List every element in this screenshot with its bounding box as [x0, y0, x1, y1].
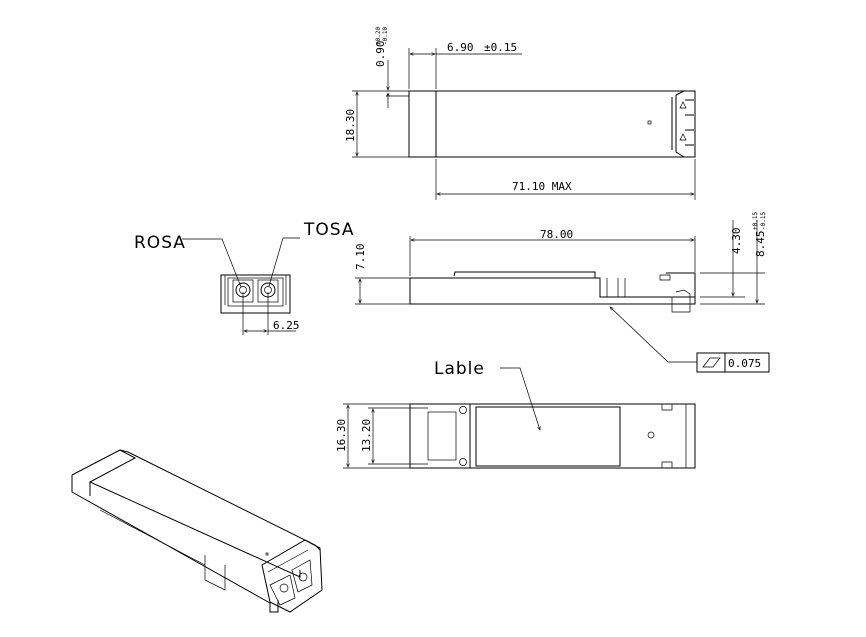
side-latch-dim: 4.30 [730, 228, 743, 255]
top-offset-dim: 6.90 [447, 41, 474, 54]
front-view: ROSA TOSA 6.25 [134, 220, 355, 335]
bottom-view: 16.30 13.20 Lable [335, 359, 696, 469]
top-view-nose [408, 90, 437, 158]
flatness-callout [696, 352, 770, 373]
tosa-label: TOSA [303, 220, 355, 240]
side-view-body [409, 271, 696, 305]
connector-face [220, 274, 291, 314]
side-view: 78.00 7.10 4.30 8.45 +0.15 -0.15 0.075 [354, 212, 770, 373]
label-callout: Lable [434, 359, 485, 379]
side-height-dim: 7.10 [354, 244, 367, 271]
pitch-dim: 6.25 [273, 319, 300, 332]
top-edge-dim: 0.90 [374, 41, 387, 68]
side-total-tol-lower: -0.15 [760, 212, 767, 230]
bottom-width-dim: 16.30 [335, 419, 348, 452]
top-view-body [435, 90, 696, 158]
side-total-dim: 8.45 [754, 231, 767, 258]
top-length-dim: 71.10 MAX [512, 180, 572, 193]
bottom-inner-dim: 13.20 [360, 419, 373, 452]
isometric-view [71, 449, 323, 613]
top-edge-tol-upper: +0.20 [375, 27, 382, 45]
rosa-label: ROSA [134, 233, 186, 253]
side-total-tol-upper: +0.15 [752, 212, 759, 230]
label-area [475, 406, 621, 467]
side-length-dim: 78.00 [540, 228, 573, 241]
flatness-icon [702, 357, 721, 368]
top-offset-tol: ±0.15 [484, 41, 517, 54]
top-width-dim: 18.30 [344, 109, 357, 142]
flatness-value: 0.075 [728, 357, 761, 370]
top-view: 18.30 0.90 +0.20 -0.10 6.90 ±0.15 71.10 … [344, 27, 696, 200]
top-edge-tol-lower: -0.10 [382, 27, 389, 45]
bottom-view-body [409, 403, 696, 469]
top-view-latch [671, 90, 696, 158]
